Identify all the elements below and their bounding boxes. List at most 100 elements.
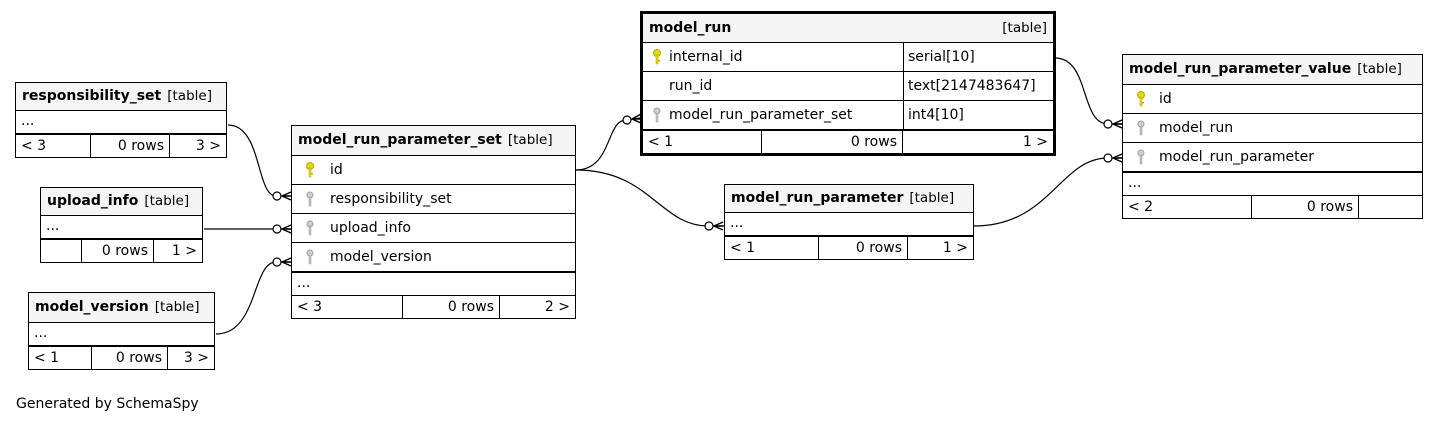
table-footer: < 2 0 rows bbox=[1123, 196, 1422, 218]
crowfoot bbox=[1112, 153, 1123, 163]
table-name: model_run_parameter_set bbox=[298, 132, 502, 148]
table-name: model_run bbox=[649, 20, 732, 36]
foreign-key-icon bbox=[298, 220, 322, 236]
table-name: model_run_parameter bbox=[731, 190, 904, 206]
table-model_version[interactable]: model_version [table] ... < 1 0 rows 3 > bbox=[28, 292, 215, 370]
table-kind: [table] bbox=[1002, 20, 1047, 36]
row-count: 0 rows bbox=[91, 135, 170, 157]
optional-circle bbox=[272, 224, 282, 234]
parents-count: < 3 bbox=[16, 135, 91, 157]
table-header: model_run_parameter [table] bbox=[725, 185, 973, 213]
table-header: upload_info [table] bbox=[41, 188, 202, 216]
optional-circle bbox=[622, 115, 632, 125]
column-name: upload_info bbox=[330, 220, 411, 236]
optional-circle bbox=[704, 221, 714, 231]
key-icon bbox=[645, 49, 669, 65]
table-model_run[interactable]: model_run [table] internal_id serial[10]… bbox=[640, 11, 1056, 156]
column-row[interactable]: model_run bbox=[1123, 114, 1422, 143]
children-count: 1 > bbox=[171, 243, 197, 259]
column-row[interactable]: model_run_parameter_set int4[10] bbox=[643, 101, 1053, 131]
column-name: model_run bbox=[1159, 120, 1234, 136]
crowfoot bbox=[281, 191, 292, 201]
row-count: 0 rows bbox=[819, 237, 908, 259]
table-header: model_run_parameter_value [table] bbox=[1123, 55, 1422, 85]
relationship-line bbox=[973, 157, 1122, 227]
column-type: int4[10] bbox=[903, 101, 1053, 129]
more-columns: ... bbox=[41, 216, 202, 240]
table-model_run_parameter_set[interactable]: model_run_parameter_set [table] id respo… bbox=[291, 125, 576, 319]
column-name: model_run_parameter bbox=[1159, 149, 1315, 165]
foreign-key-icon bbox=[298, 249, 322, 265]
table-name: model_run_parameter_value bbox=[1129, 61, 1352, 77]
table-responsibility_set[interactable]: responsibility_set [table] ... < 3 0 row… bbox=[15, 82, 227, 158]
table-footer: 0 rows 1 > bbox=[41, 240, 202, 262]
table-model_run_parameter_value[interactable]: model_run_parameter_value [table] id mod… bbox=[1122, 54, 1423, 219]
foreign-key-icon bbox=[645, 107, 669, 123]
foreign-key-icon bbox=[1129, 149, 1153, 165]
crowfoot bbox=[713, 221, 724, 231]
more-columns: ... bbox=[16, 111, 226, 135]
table-upload_info[interactable]: upload_info [table] ... 0 rows 1 > bbox=[40, 187, 203, 263]
crowfoot bbox=[1112, 119, 1123, 129]
table-kind: [table] bbox=[167, 88, 212, 104]
table-header: model_run_parameter_set [table] bbox=[292, 126, 575, 156]
column-row[interactable]: responsibility_set bbox=[292, 185, 575, 214]
key-icon bbox=[298, 162, 322, 178]
column-name: run_id bbox=[669, 78, 713, 94]
parents-count: < 3 bbox=[292, 296, 403, 318]
key-icon bbox=[1129, 91, 1153, 107]
table-kind: [table] bbox=[154, 299, 200, 315]
table-kind: [table] bbox=[1357, 61, 1402, 77]
children-count: 2 > bbox=[544, 299, 570, 315]
foreign-key-icon bbox=[298, 191, 322, 207]
relationship-line bbox=[215, 261, 290, 335]
column-name: id bbox=[1159, 91, 1172, 107]
row-count: 0 rows bbox=[82, 240, 154, 262]
row-count: 0 rows bbox=[92, 347, 168, 369]
column-name: model_version bbox=[330, 249, 432, 265]
optional-circle bbox=[1103, 153, 1113, 163]
children-count: 3 > bbox=[195, 138, 221, 154]
column-row[interactable]: model_version bbox=[292, 243, 575, 273]
table-name: model_version bbox=[35, 299, 149, 315]
relationship-line bbox=[575, 169, 724, 227]
optional-circle bbox=[1103, 119, 1113, 129]
generated-by-caption: Generated by SchemaSpy bbox=[16, 396, 199, 412]
crowfoot bbox=[281, 257, 292, 267]
more-columns: ... bbox=[29, 323, 214, 347]
foreign-key-icon bbox=[1129, 120, 1153, 136]
column-row[interactable]: id bbox=[1123, 85, 1422, 114]
table-header: model_run [table] bbox=[643, 14, 1053, 43]
children-count bbox=[1359, 196, 1422, 218]
children-count: 3 > bbox=[183, 350, 209, 366]
column-name: internal_id bbox=[669, 49, 743, 65]
optional-circle bbox=[272, 191, 282, 201]
optional-circle bbox=[272, 257, 282, 267]
row-count: 0 rows bbox=[762, 131, 903, 153]
parents-count: < 1 bbox=[29, 347, 92, 369]
children-count: 1 > bbox=[942, 240, 968, 256]
table-name: responsibility_set bbox=[22, 88, 162, 104]
relationship-line bbox=[575, 117, 641, 171]
table-footer: < 3 0 rows 3 > bbox=[16, 135, 226, 157]
column-row[interactable]: id bbox=[292, 156, 575, 185]
column-name: id bbox=[330, 162, 343, 178]
row-count: 0 rows bbox=[1252, 196, 1359, 218]
table-kind: [table] bbox=[507, 132, 553, 148]
parents-count: < 1 bbox=[643, 131, 762, 153]
column-name: model_run_parameter_set bbox=[669, 107, 853, 123]
crowfoot bbox=[631, 113, 642, 124]
column-row[interactable]: upload_info bbox=[292, 214, 575, 243]
relationship-line bbox=[1054, 57, 1122, 125]
table-footer: < 1 0 rows 1 > bbox=[725, 237, 973, 259]
relationship-line bbox=[227, 124, 290, 197]
table-model_run_parameter[interactable]: model_run_parameter [table] ... < 1 0 ro… bbox=[724, 184, 974, 260]
parents-count bbox=[41, 240, 82, 262]
more-columns: ... bbox=[1123, 173, 1422, 196]
table-footer: < 1 0 rows 3 > bbox=[29, 347, 214, 369]
column-row[interactable]: model_run_parameter bbox=[1123, 143, 1422, 173]
column-row[interactable]: internal_id serial[10] bbox=[643, 43, 1053, 72]
row-count: 0 rows bbox=[403, 296, 500, 318]
column-row[interactable]: run_id text[2147483647] bbox=[643, 72, 1053, 101]
